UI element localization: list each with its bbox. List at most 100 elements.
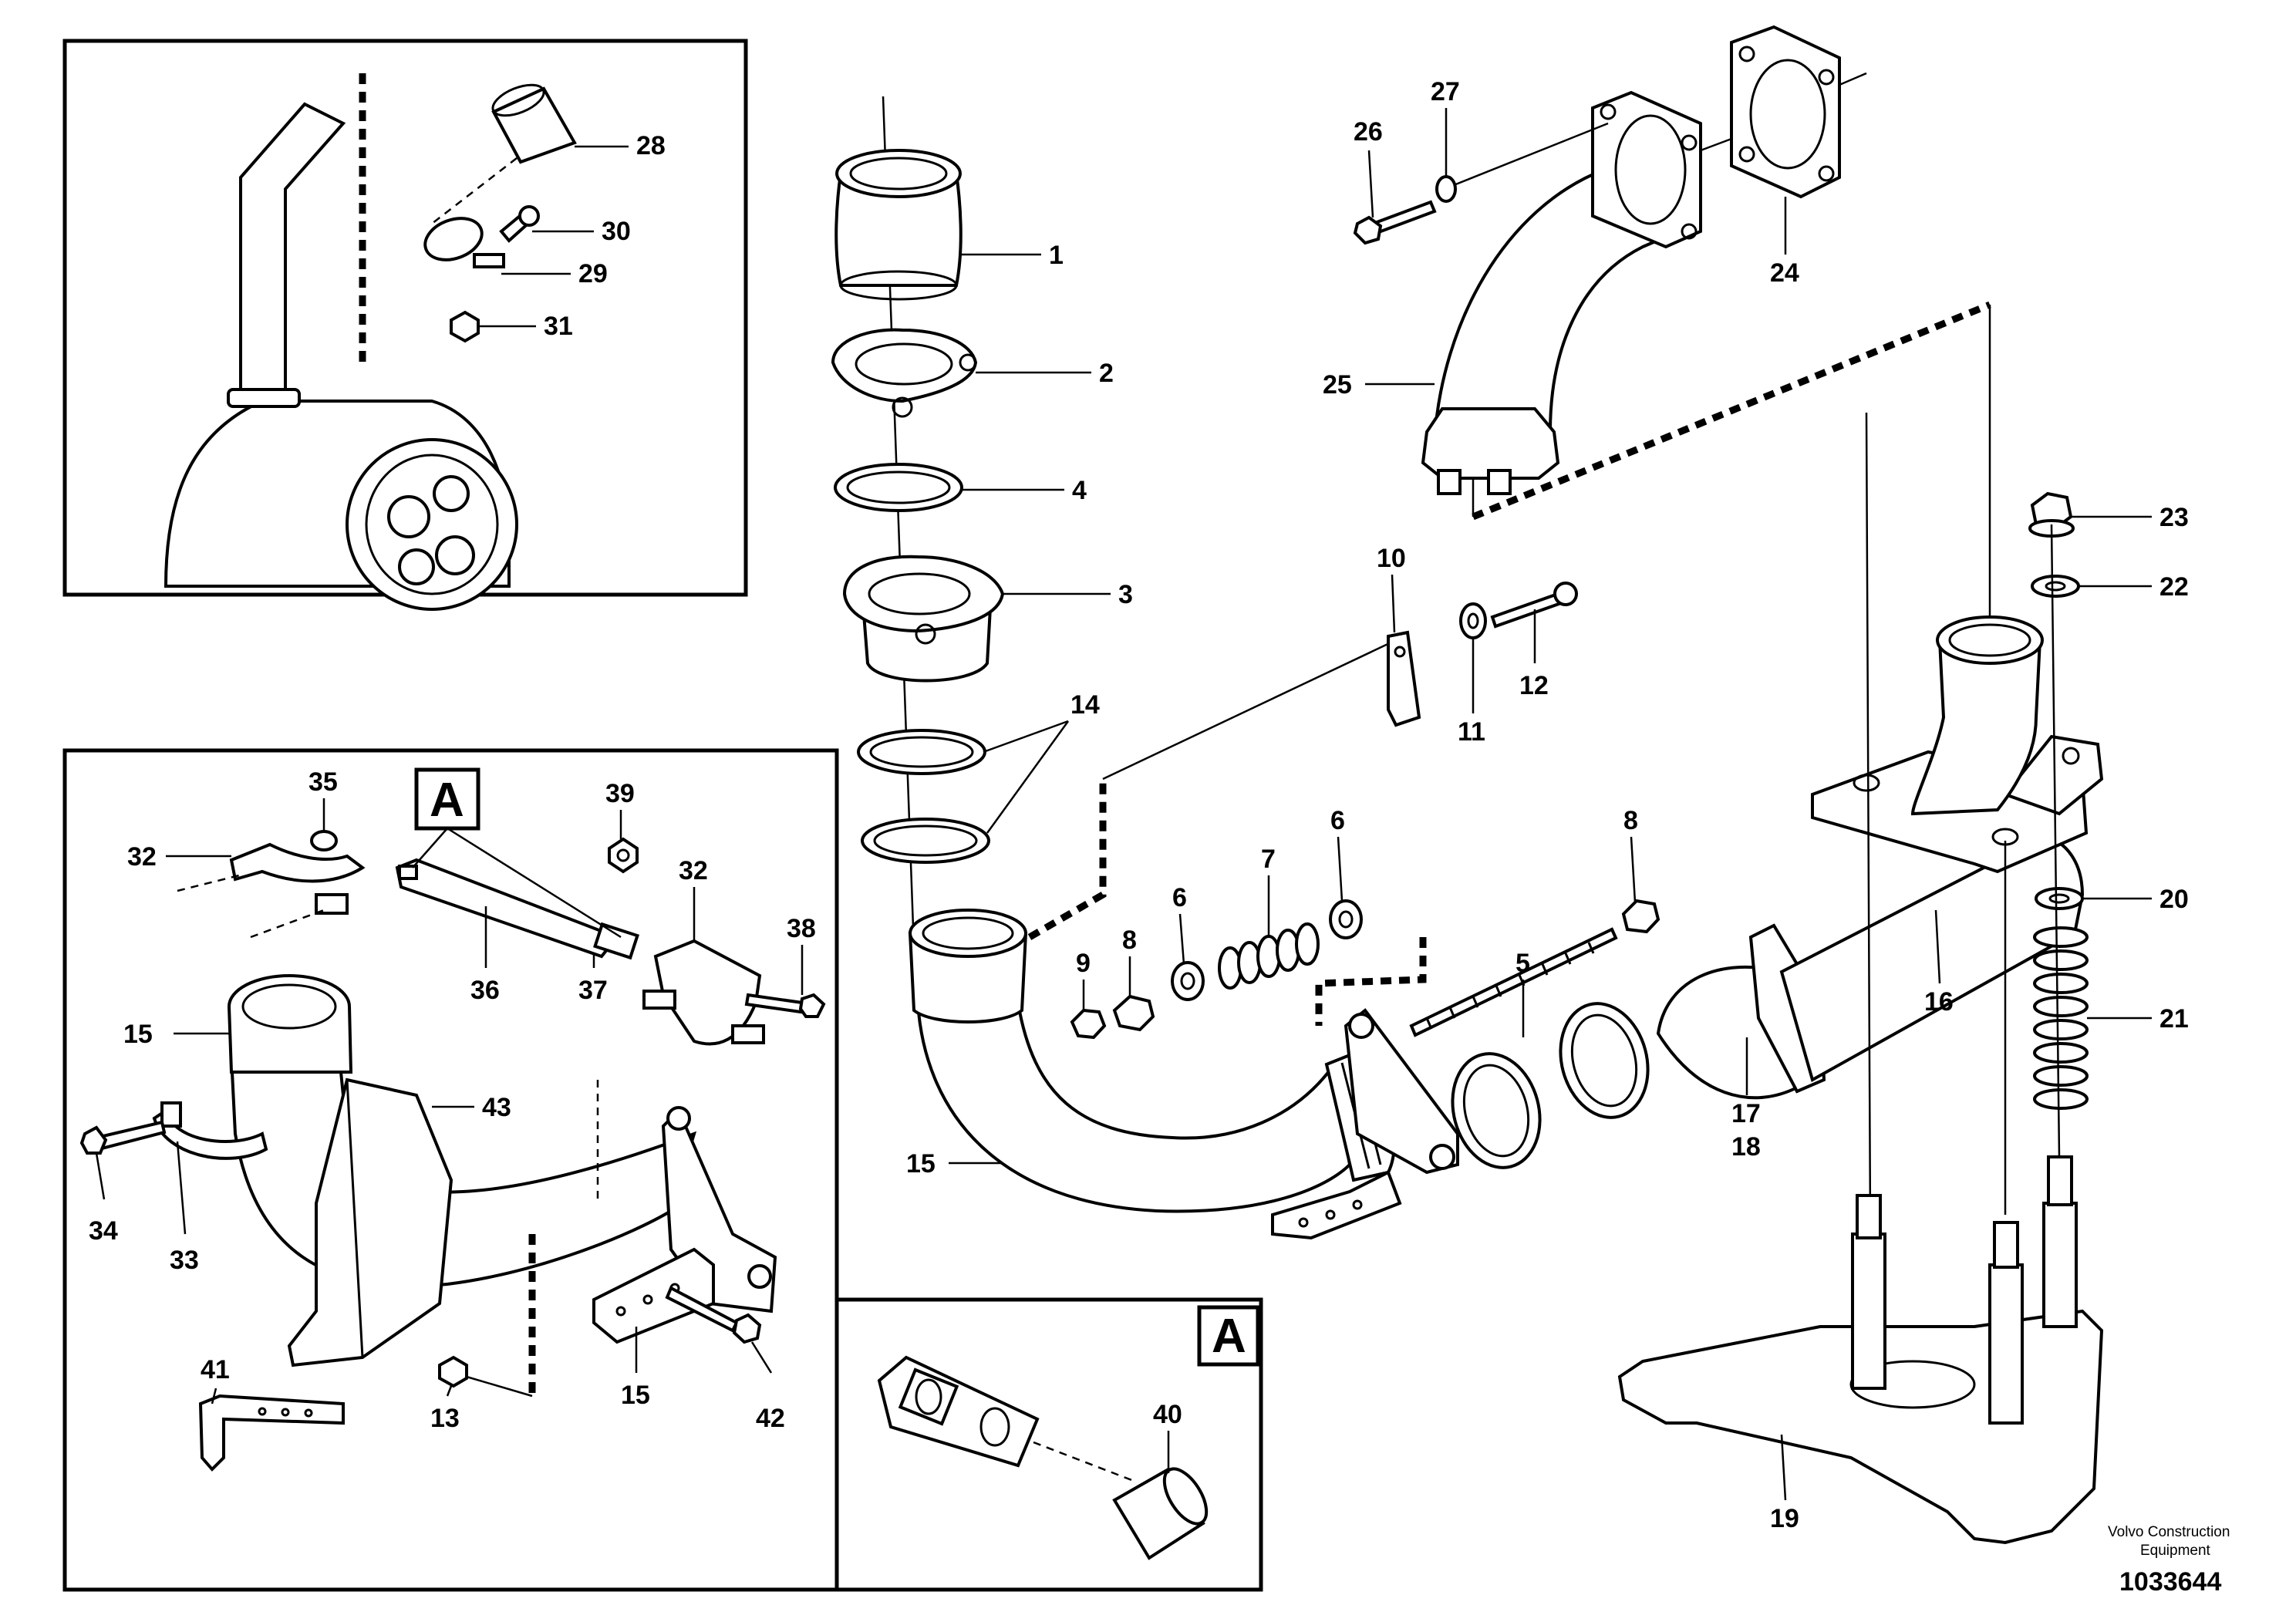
bracket-41-hole [258,1407,267,1416]
part-24-gasket-bore [1749,59,1826,170]
callout-34: 34 [89,1216,118,1246]
part-19-stud-2 [1988,1263,2024,1425]
leader-6-right [1337,836,1344,902]
credit-line-2: Equipment [2140,1543,2211,1559]
part-25-tab [1437,469,1462,495]
alt-elbow-pipe [229,1055,697,1288]
part-22-bore [2045,581,2066,592]
leader-19 [1780,1434,1787,1501]
assembly-line-32-left [177,874,240,892]
callout-23: 23 [2159,503,2189,532]
part-8-nut-left [1112,994,1155,1032]
nut-13 [438,1355,468,1388]
part-16-outlet-bore [1948,623,2031,657]
part-16-outlet-stub [1910,639,2042,816]
part-12-bolt [1490,592,1563,629]
leader-14b [986,720,1070,834]
callout-3: 3 [1118,580,1133,609]
dashed-line-spring [1315,937,1427,1026]
part-5-threads [1425,942,1595,1030]
assembly-axis-left [1865,412,1872,1227]
detail-a-axis [1033,1441,1135,1482]
bracket-bar [395,858,620,959]
washer-35 [310,830,338,851]
mounting-bracket-41 [198,1394,345,1472]
detail-a-bar [877,1355,1040,1468]
callout-27: 27 [1431,77,1460,106]
rain-cap-sleeve-end [491,83,545,117]
part-25-flange-hole [1681,223,1698,240]
part-2-hole [892,396,913,418]
bracket-41-hole [304,1408,313,1418]
part-22-washer [2031,575,2080,598]
callout-26: 26 [1354,117,1383,147]
callout-17: 17 [1731,1099,1761,1128]
part-15-inlet-bore [922,916,1014,950]
saddle-clamp-hole [1298,1217,1309,1228]
muffler-outlet-hole [387,495,430,538]
view-letter: A [430,774,464,827]
part-27-washer [1435,175,1457,203]
part-24-gasket-hole [1738,46,1755,62]
alt-flange-bolt-hole [666,1106,691,1131]
main-assembly: 1 2 4 3 14 15 25 26 27 24 23 22 20 21 10… [831,25,2189,1545]
callout-32-right: 32 [679,856,708,885]
callout-39: 39 [605,779,635,808]
leader-33 [176,1141,187,1235]
leader-10 [1391,574,1396,633]
bolt-38 [744,993,804,1014]
part-11-washer [1459,602,1487,639]
callout-19: 19 [1770,1504,1799,1533]
part-1-bottom [839,270,958,301]
saddle-clamp-hole [1352,1199,1363,1210]
callout-15-alt-saddle: 15 [621,1381,650,1410]
part-12-bolt-head [1553,582,1578,606]
part-2-hole [959,353,977,372]
callout-9: 9 [1076,949,1091,978]
saddle-clamp-hole [1325,1209,1336,1220]
assembly-line-24-right [1839,72,1867,86]
bracket-clamp-left [229,842,366,883]
callout-28: 28 [636,131,666,160]
part-6-washer-left-bore [1180,972,1195,990]
detail-a-letter-box [1197,1305,1260,1367]
part-2-bore [855,342,953,386]
leader-8-right [1630,836,1637,903]
bolt-42 [665,1286,739,1333]
inset-frame-bottom-left [62,748,839,1592]
detail-a-letter: A [1212,1310,1246,1363]
heat-shield-fold [346,1079,364,1358]
view-letter-pointer [412,828,448,868]
dashed-line-stack [1027,779,1107,940]
detail-a-slot [898,1367,959,1426]
callout-8-left: 8 [1122,926,1137,955]
part-25-base [1421,407,1560,480]
assembly-line-24 [1700,137,1732,152]
leader-6-left [1178,913,1185,965]
part-19-stud-1-thread [1856,1194,1882,1239]
part-19-base-plate [1617,1309,2104,1545]
document-number: 1033644 [2119,1567,2221,1597]
part-24-gasket-hole [1818,69,1835,86]
callout-14: 14 [1070,690,1100,720]
saddle-hole [615,1306,626,1317]
credit-line-1: Volvo Construction [2108,1524,2230,1540]
muffler-end-ring [365,454,499,595]
leader-14a [983,720,1069,754]
callout-8-right: 8 [1623,806,1638,835]
leader-16 [1934,909,1941,984]
alt-flange-bolt-hole [747,1264,772,1289]
muffler-outlet-hole [435,535,475,575]
part-3-hole [915,623,936,645]
leader-13 [446,1385,453,1397]
callout-42: 42 [756,1404,785,1433]
detail-a-hole [979,1407,1010,1447]
gasket-ring-b-inner [1570,1013,1638,1108]
callout-21: 21 [2159,1004,2189,1034]
part-24-gasket-hole [1738,146,1755,163]
leader-26 [1367,150,1374,218]
callout-40: 40 [1153,1400,1182,1429]
callout-32-left: 32 [127,842,157,872]
part-26-bolt-head [1353,215,1383,245]
clamp-bolt-34 [94,1120,167,1152]
